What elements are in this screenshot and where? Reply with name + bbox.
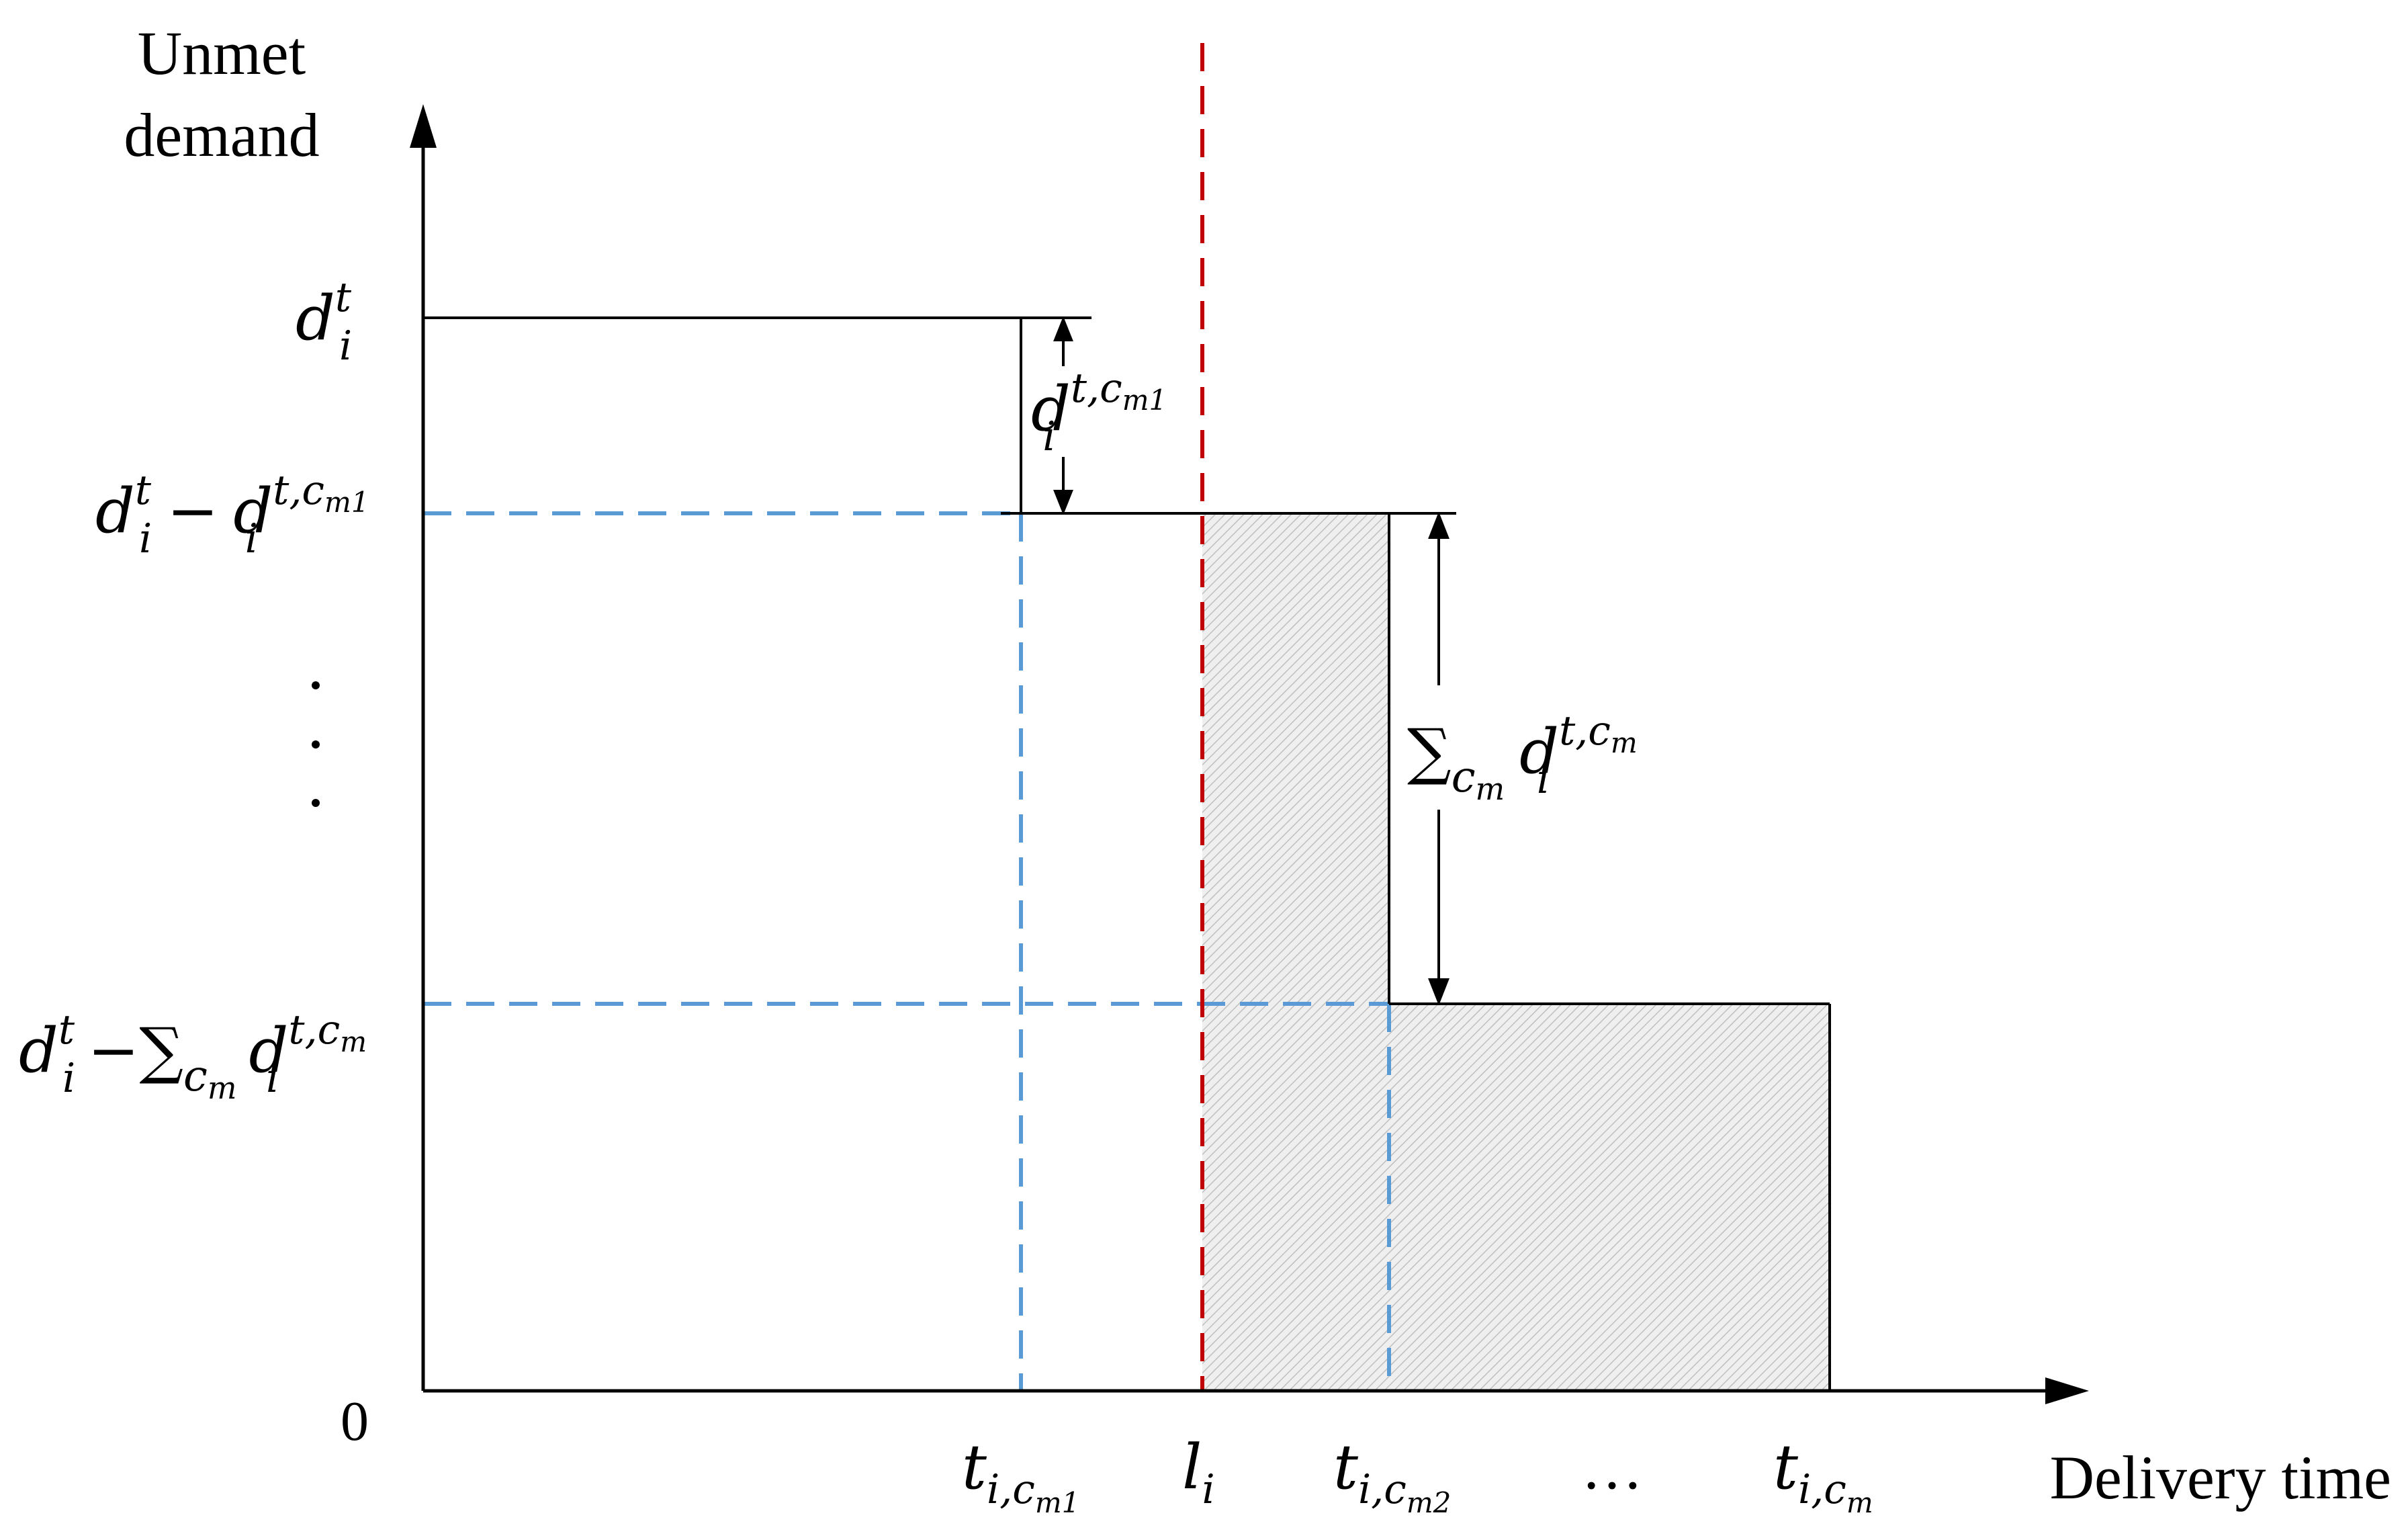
y-axis-label-line2: demand [124,101,319,169]
y-tick-vdots [312,681,320,807]
y-axis-arrowhead [410,104,437,148]
late-delivery-area-1 [1202,513,1389,1391]
x-tick-t-cm1: ti,cm1 [962,1431,1079,1519]
late-delivery-area-2 [1389,1004,1830,1391]
y-axis-label-line1: Unmet [138,19,306,87]
dim-arrow-1-lower-head [1053,490,1073,515]
x-tick-t-cm: ti,cm [1773,1431,1873,1519]
dim-arrow-2-upper-head [1428,511,1450,539]
dim-arrow-1-upper-head [1053,316,1073,341]
origin-label: 0 [341,1390,369,1453]
x-axis-label: Delivery time [2050,1443,2391,1512]
x-tick-ellipsis: … [1581,1433,1643,1502]
x-tick-l-i: li [1182,1431,1215,1513]
x-axis-arrowhead [2045,1377,2089,1404]
dim-arrow-2-lower-head [1428,978,1450,1006]
x-tick-t-cm2: ti,cm2 [1333,1431,1451,1519]
